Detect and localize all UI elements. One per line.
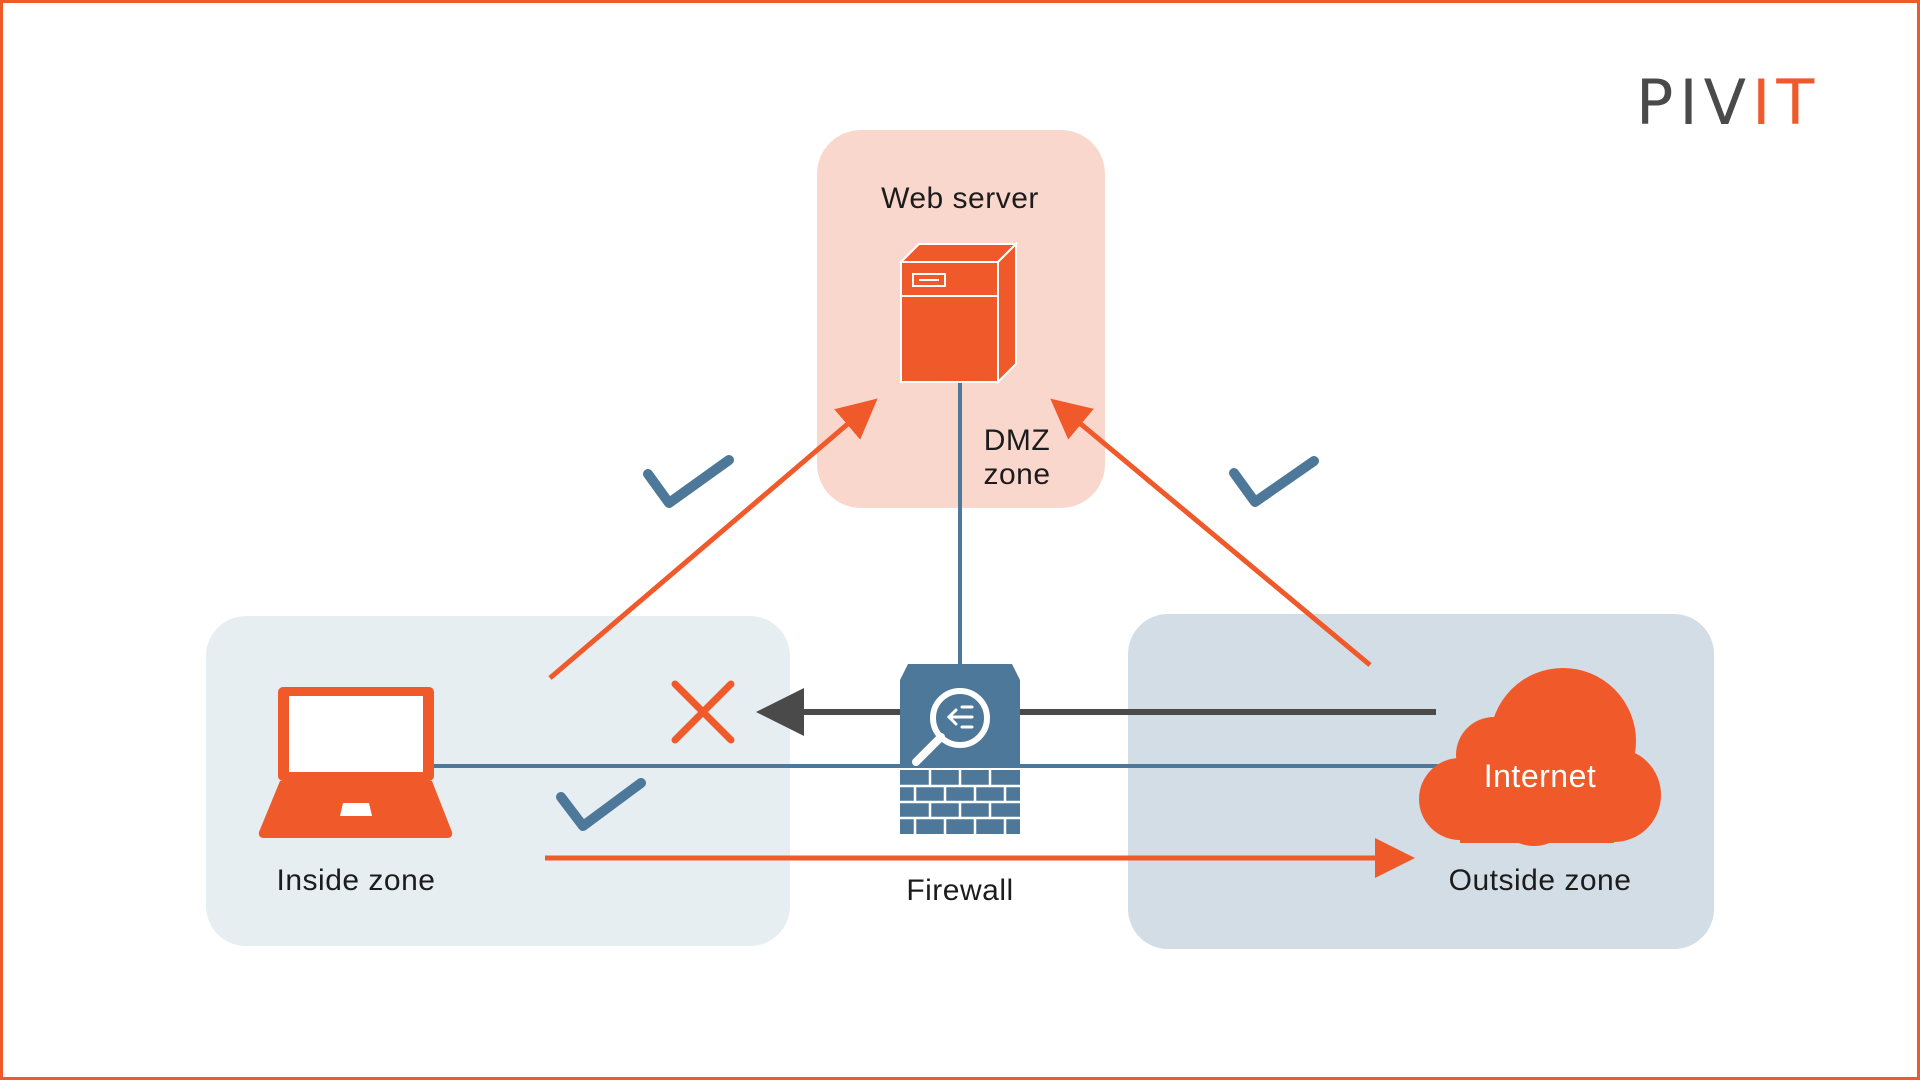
checkmark-icon xyxy=(1229,456,1319,507)
cross-icon xyxy=(671,680,735,744)
logo-text-part2: IT xyxy=(1752,66,1821,139)
dmz-zone-label-line1: DMZ xyxy=(983,424,1051,457)
pivit-logo: PIVIT xyxy=(1636,66,1826,140)
checkmark-icon xyxy=(643,455,734,508)
outside-zone-label: Outside zone xyxy=(1448,864,1632,897)
inside-zone-label: Inside zone xyxy=(276,864,436,897)
laptop-icon xyxy=(258,687,453,838)
firewall-label: Firewall xyxy=(906,874,1014,907)
dmz-zone-label-line2: zone xyxy=(983,458,1051,491)
logo-text-part1: PIV xyxy=(1636,66,1753,139)
dmz-zone-label: DMZ zone xyxy=(967,424,1067,492)
flow-outside-to-webserver xyxy=(1050,398,1372,667)
firewall-icon xyxy=(900,664,1020,834)
cloud-icon xyxy=(1419,668,1661,846)
checkmark-icon xyxy=(556,778,646,831)
web-server-label: Web server xyxy=(881,182,1039,215)
flow-inside-to-webserver xyxy=(548,398,878,680)
server-icon xyxy=(898,241,1019,385)
internet-label: Internet xyxy=(1483,758,1597,794)
